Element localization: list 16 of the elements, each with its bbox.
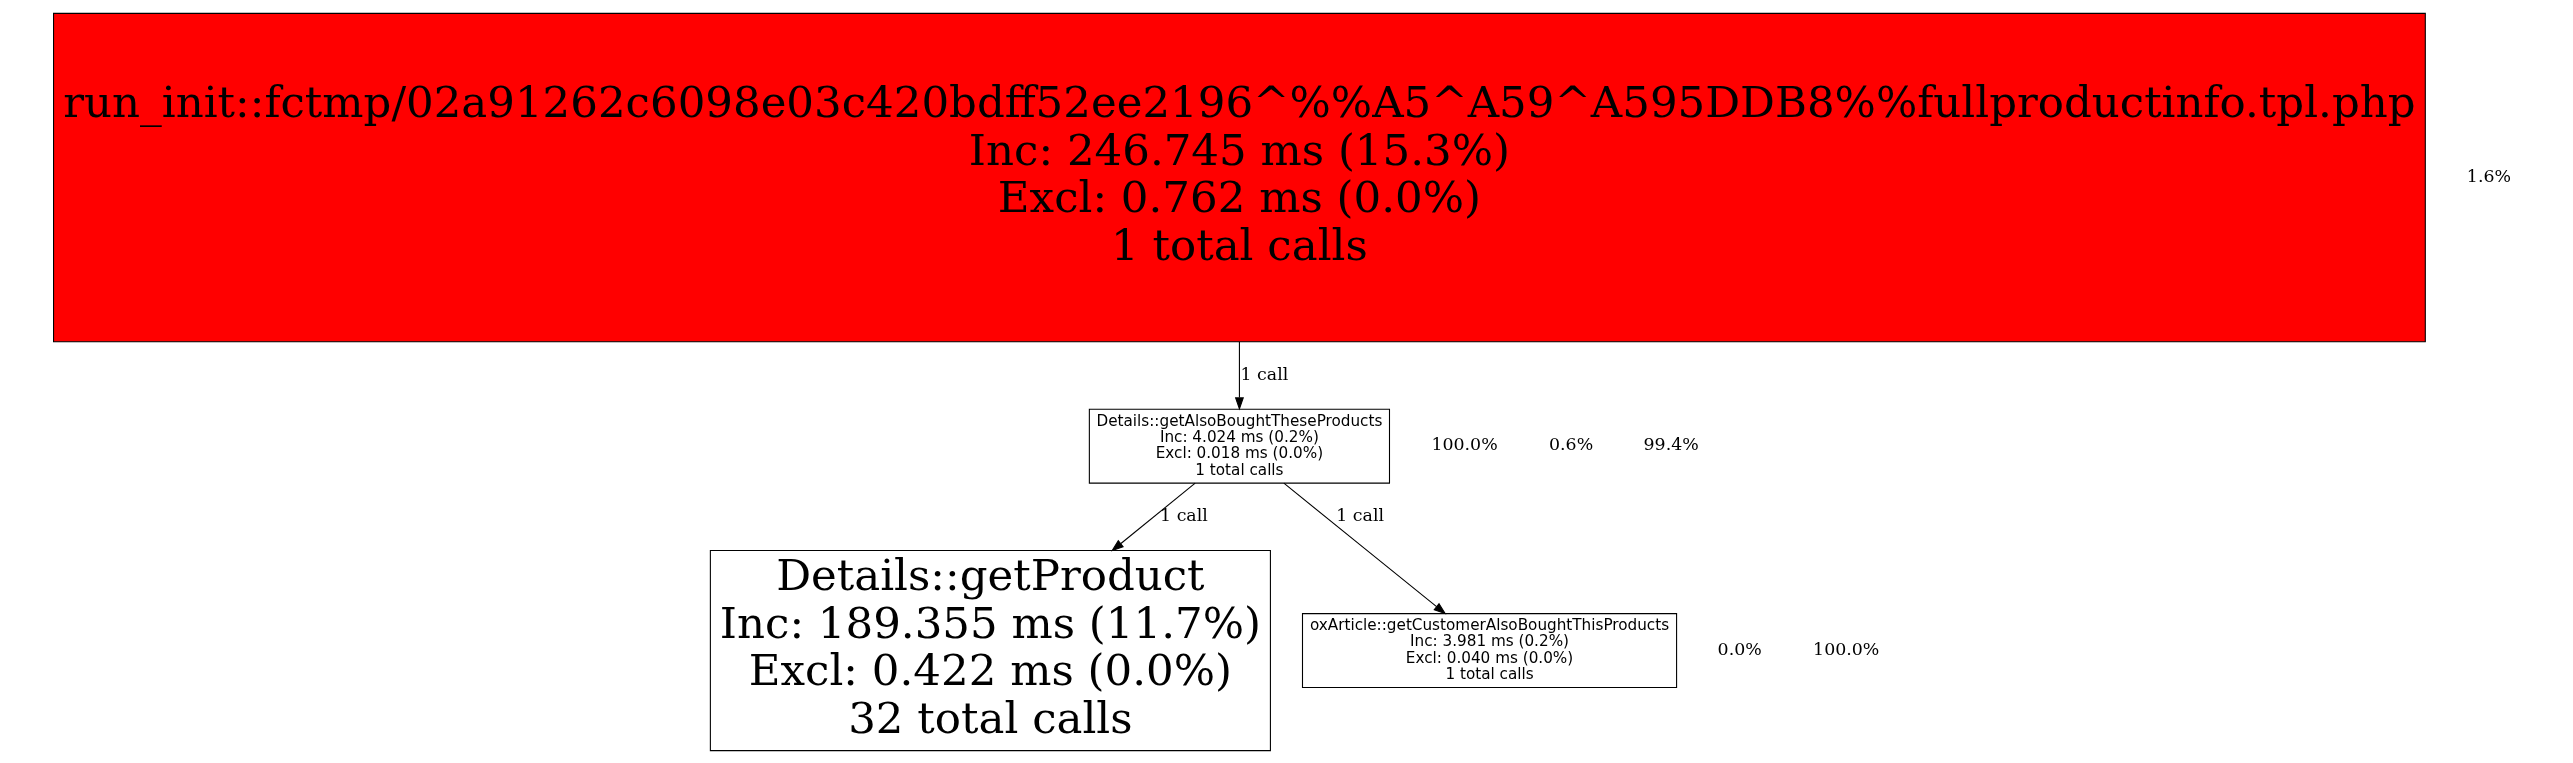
edge-label: 1 call <box>1240 363 1288 384</box>
node-box: Details::getAlsoBoughtTheseProducts Inc: 4.024 ms (0.2%) Excl: 0.018 ms (0.0%) 1 total calls <box>1088 408 1390 484</box>
edge-label: 1 call <box>1335 504 1384 525</box>
node-box: oxArticle::getCustomerAlsoBoughtThisProducts Inc: 3.981 ms (0.2%) Excl: 0.040 ms (0.0%) 1 total calls <box>1301 612 1677 688</box>
label: 1.6% <box>2466 165 2511 186</box>
label: 0.0% <box>1717 638 1762 659</box>
label: 99.4% <box>1643 433 1699 454</box>
arrow <box>1110 482 1196 552</box>
label: 0.6% <box>1548 433 1593 454</box>
arrow <box>1282 482 1446 615</box>
label: 100.0% <box>1812 638 1879 659</box>
node-box: Details::getProduct Inc: 189.355 ms (11.7%) Excl: 0.422 ms (0.0%) 32 total calls <box>709 549 1271 751</box>
node-box: run_init::fctmp/02a91262c6098e03c420bdff52ee2196^%%A5^A59^A595DDB8%%fullproductinfo.tpl.php Inc: 246.745 ms (15.3%) Excl: 0.762 ms (0.0%) 1 total calls <box>52 12 2426 342</box>
edge-label: 1 call <box>1159 504 1208 525</box>
label: 100.0% <box>1430 433 1498 454</box>
arrow <box>1234 341 1244 410</box>
